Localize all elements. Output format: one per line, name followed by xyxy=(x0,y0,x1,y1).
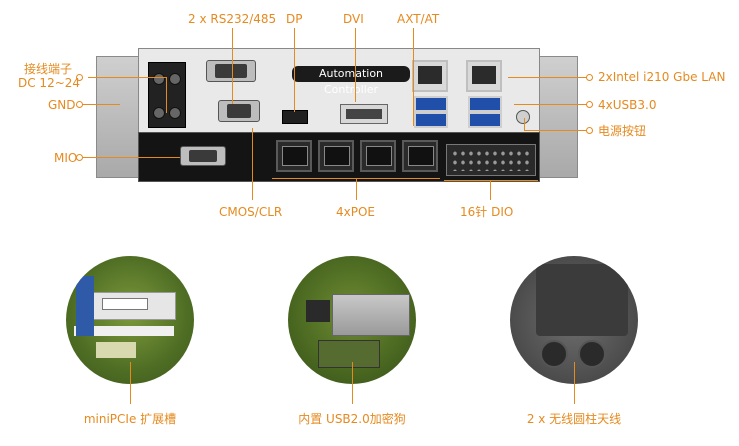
terminal-screw xyxy=(153,73,165,85)
controller-device: Automation Controller xyxy=(96,48,578,188)
callout-line xyxy=(508,77,590,78)
callout-dot xyxy=(76,101,83,108)
com2-port xyxy=(218,100,260,122)
callout-line xyxy=(80,104,120,105)
usb3-port-1 xyxy=(414,96,448,112)
usb-dongle-photo xyxy=(288,256,416,384)
callout-line xyxy=(80,157,180,158)
right-mount-bracket xyxy=(536,56,578,178)
callout-dot xyxy=(76,154,83,161)
label-usb3: 4xUSB3.0 xyxy=(598,98,657,112)
callout-line xyxy=(574,362,575,404)
terminal-screw xyxy=(169,107,181,119)
callout-line xyxy=(444,180,538,181)
callout-line xyxy=(355,28,356,102)
callout-line xyxy=(88,77,166,78)
power-button xyxy=(516,110,530,124)
callout-line xyxy=(524,130,590,131)
brand-plate: Automation Controller xyxy=(292,66,410,96)
dio-header xyxy=(446,144,536,176)
power-terminal-block xyxy=(148,62,186,128)
label-cmos: CMOS/CLR xyxy=(219,205,283,219)
label-rs232: 2 x RS232/485 xyxy=(188,12,277,26)
callout-line xyxy=(232,28,233,104)
poe-port-3 xyxy=(360,140,396,172)
label-dvi: DVI xyxy=(343,12,364,26)
callout-line xyxy=(294,28,295,112)
poe-port-1 xyxy=(276,140,312,172)
callout-dot xyxy=(586,74,593,81)
label-poe: 4xPOE xyxy=(336,205,375,219)
poe-port-4 xyxy=(402,140,438,172)
callout-line xyxy=(252,128,253,200)
caption-antenna: 2 x 无线圆柱天线 xyxy=(526,412,622,426)
callout-dot xyxy=(586,101,593,108)
label-terminal-voltage: DC 12~24 xyxy=(18,76,81,90)
callout-line xyxy=(490,180,491,200)
label-mio: MIO xyxy=(54,151,78,165)
lan-port-2 xyxy=(466,60,502,92)
callout-line xyxy=(524,118,525,130)
callout-line xyxy=(356,178,357,200)
caption-usb-dongle: 内置 USB2.0加密狗 xyxy=(298,412,406,426)
callout-line xyxy=(166,77,167,113)
label-power-button: 电源按钮 xyxy=(598,124,647,138)
displayport-connector xyxy=(282,110,308,124)
label-dp: DP xyxy=(286,12,303,26)
caption-minipcie: miniPCIe 扩展槽 xyxy=(83,412,177,426)
left-mount-bracket xyxy=(96,56,142,178)
antenna-photo xyxy=(510,256,638,384)
label-terminal: 接线端子 xyxy=(24,62,73,76)
callout-dot xyxy=(76,74,83,81)
callout-dot xyxy=(586,127,593,134)
com1-port xyxy=(206,60,256,82)
mio-port xyxy=(180,146,226,166)
callout-line xyxy=(514,104,590,105)
label-lan: 2xIntel i210 Gbe LAN xyxy=(598,70,726,84)
terminal-screw xyxy=(153,107,165,119)
usb3-port-4 xyxy=(468,112,502,128)
lan-port-1 xyxy=(412,60,448,92)
callout-line xyxy=(413,28,414,126)
callout-line xyxy=(130,362,131,404)
poe-port-2 xyxy=(318,140,354,172)
dvi-connector xyxy=(340,104,388,124)
callout-line xyxy=(352,362,353,404)
usb3-port-2 xyxy=(414,112,448,128)
terminal-screw xyxy=(169,73,181,85)
usb3-port-3 xyxy=(468,96,502,112)
label-axt: AXT/AT xyxy=(397,12,440,26)
label-dio: 16针 DIO xyxy=(460,205,514,219)
label-gnd: GND xyxy=(48,98,76,112)
minipcie-slot-photo xyxy=(66,256,194,384)
